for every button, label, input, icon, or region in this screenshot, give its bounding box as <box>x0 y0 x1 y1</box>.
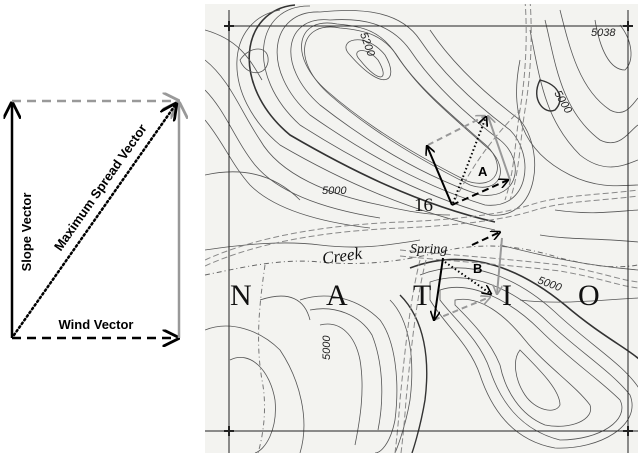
a-slope-arrow <box>427 146 453 206</box>
elevation-5000-sw: 5000 <box>321 335 333 360</box>
wind-vector-label: Wind Vector <box>58 317 133 332</box>
vector-diagram: Slope Vector Wind Vector Maximum Spread … <box>12 101 179 338</box>
b-slope-arrow <box>434 257 444 320</box>
spring-label: Spring <box>410 242 447 257</box>
a-translated-slope-arrow <box>488 116 511 181</box>
section-lines <box>205 10 638 453</box>
elevation-5038: 5038 <box>591 27 616 39</box>
vector-set-b: B <box>433 232 503 321</box>
vector-set-a: A <box>427 116 511 206</box>
roads <box>205 4 638 453</box>
map-letter-i: I <box>502 279 512 312</box>
slope-vector-label: Slope Vector <box>19 193 34 272</box>
section-number: 16 <box>414 195 433 216</box>
topographic-map: 5200 5038 5000 5000 5000 5000 16 Creek S… <box>204 4 638 453</box>
b-translated-slope-arrow <box>497 237 503 294</box>
map-letter-o: O <box>578 279 600 312</box>
elevation-5000-w: 5000 <box>322 185 347 197</box>
maximum-spread-vector-label: Maximum Spread Vector <box>51 121 150 253</box>
b-wind-arrow <box>471 232 500 246</box>
maximum-spread-vector-arrow <box>12 104 176 337</box>
b-translated-wind-arrow <box>433 297 490 321</box>
creek-line <box>204 245 638 276</box>
b-maximum-spread-arrow <box>444 261 491 294</box>
map-letter-a: A <box>326 279 348 312</box>
point-b-label: B <box>473 261 482 276</box>
a-maximum-spread-arrow <box>452 117 486 204</box>
point-a-label: A <box>478 164 488 179</box>
map-letter-n: N <box>230 279 252 312</box>
map-letter-t: T <box>413 279 431 312</box>
contour-lines <box>205 4 638 453</box>
a-translated-wind-arrow <box>427 116 485 146</box>
